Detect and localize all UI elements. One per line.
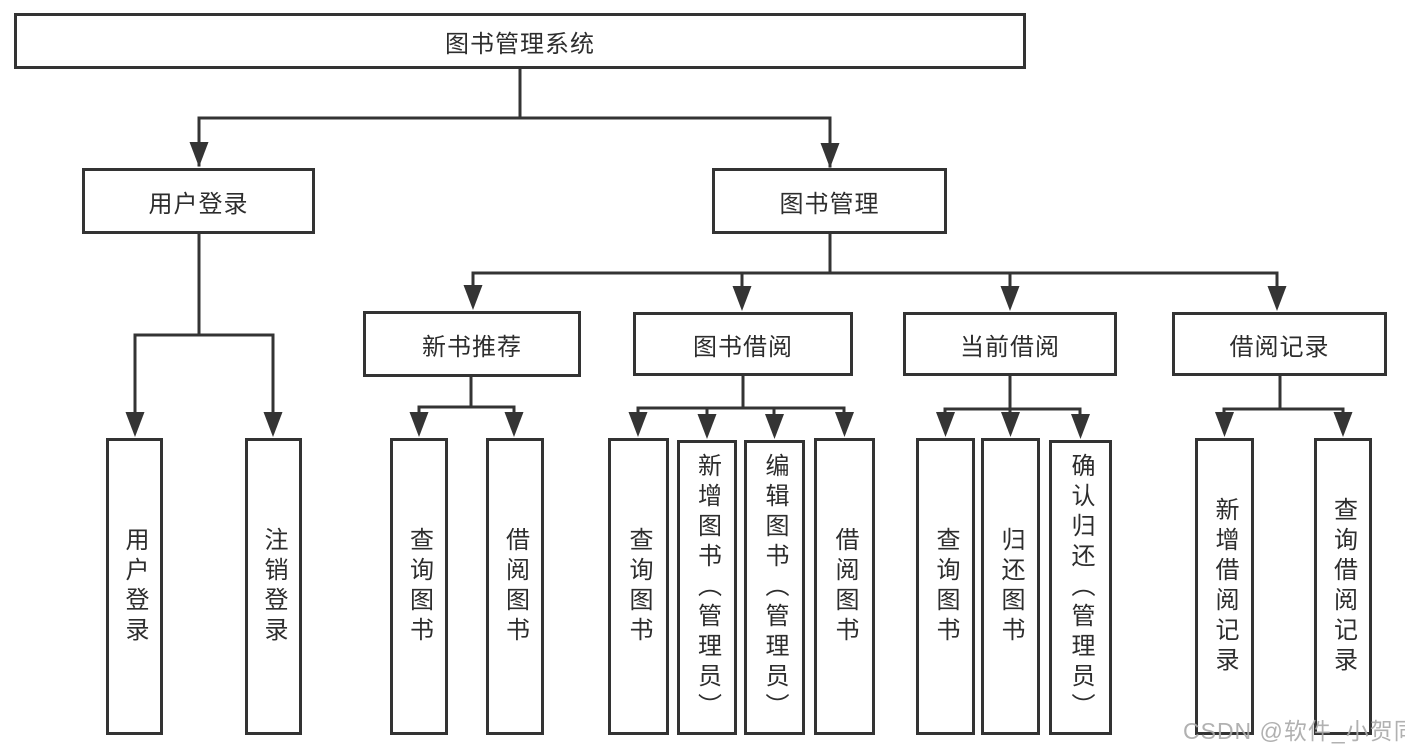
node-root: 图书管理系统 xyxy=(14,13,1026,69)
leaf-current-confirm-admin: 确认归还（管理员） xyxy=(1049,440,1112,735)
leaf-newbook-borrow: 借阅图书 xyxy=(486,438,544,735)
arrowhead-icon xyxy=(628,412,648,437)
connector-borrow-records xyxy=(1222,373,1345,417)
node-current-borrow: 当前借阅 xyxy=(903,312,1117,376)
arrowhead-icon xyxy=(697,414,717,439)
connector-book-management xyxy=(471,232,1279,292)
leaf-current-return: 归还图书 xyxy=(981,438,1040,735)
leaf-borrow-edit-admin: 编辑图书（管理员） xyxy=(744,440,805,735)
leaf-user-login: 用户登录 xyxy=(106,438,163,735)
node-book-management: 图书管理 xyxy=(712,168,947,234)
node-borrow-records: 借阅记录 xyxy=(1172,312,1387,376)
node-new-book-recommend: 新书推荐 xyxy=(363,311,581,377)
leaf-borrow-query: 查询图书 xyxy=(608,438,669,735)
arrowhead-icon xyxy=(263,412,283,437)
connector-user-login xyxy=(133,232,275,416)
arrowhead-icon xyxy=(835,412,854,437)
arrowhead-icon xyxy=(1001,412,1020,437)
leaf-logout: 注销登录 xyxy=(245,438,302,735)
leaf-records-add: 新增借阅记录 xyxy=(1195,438,1254,735)
arrowhead-icon xyxy=(1333,412,1353,437)
arrowhead-icon xyxy=(820,143,840,168)
watermark: CSDN @软件_小贺同学 xyxy=(1183,718,1405,744)
leaf-current-query: 查询图书 xyxy=(916,438,975,735)
node-book-borrow: 图书借阅 xyxy=(633,312,853,376)
connector-root xyxy=(197,66,832,168)
leaf-borrow-book: 借阅图书 xyxy=(814,438,875,735)
arrowhead-icon xyxy=(732,286,752,311)
arrowhead-icon xyxy=(189,142,209,167)
leaf-records-query: 查询借阅记录 xyxy=(1314,438,1372,735)
connector-new-book xyxy=(417,375,516,417)
arrowhead-icon xyxy=(504,412,524,437)
arrowhead-icon xyxy=(463,285,483,310)
arrowhead-icon xyxy=(409,412,429,437)
arrowhead-icon xyxy=(1071,414,1090,439)
arrowhead-icon xyxy=(1000,286,1020,311)
arrowhead-icon xyxy=(1267,286,1287,311)
leaf-borrow-add-admin: 新增图书（管理员） xyxy=(677,440,737,735)
node-user-login: 用户登录 xyxy=(82,168,315,234)
arrowhead-icon xyxy=(125,412,145,437)
leaf-newbook-query: 查询图书 xyxy=(390,438,448,735)
arrowhead-icon xyxy=(1215,412,1234,437)
connector-current-borrow xyxy=(943,373,1082,419)
connector-book-borrow xyxy=(636,374,846,419)
arrowhead-icon xyxy=(765,414,784,439)
arrowhead-icon xyxy=(936,412,955,437)
